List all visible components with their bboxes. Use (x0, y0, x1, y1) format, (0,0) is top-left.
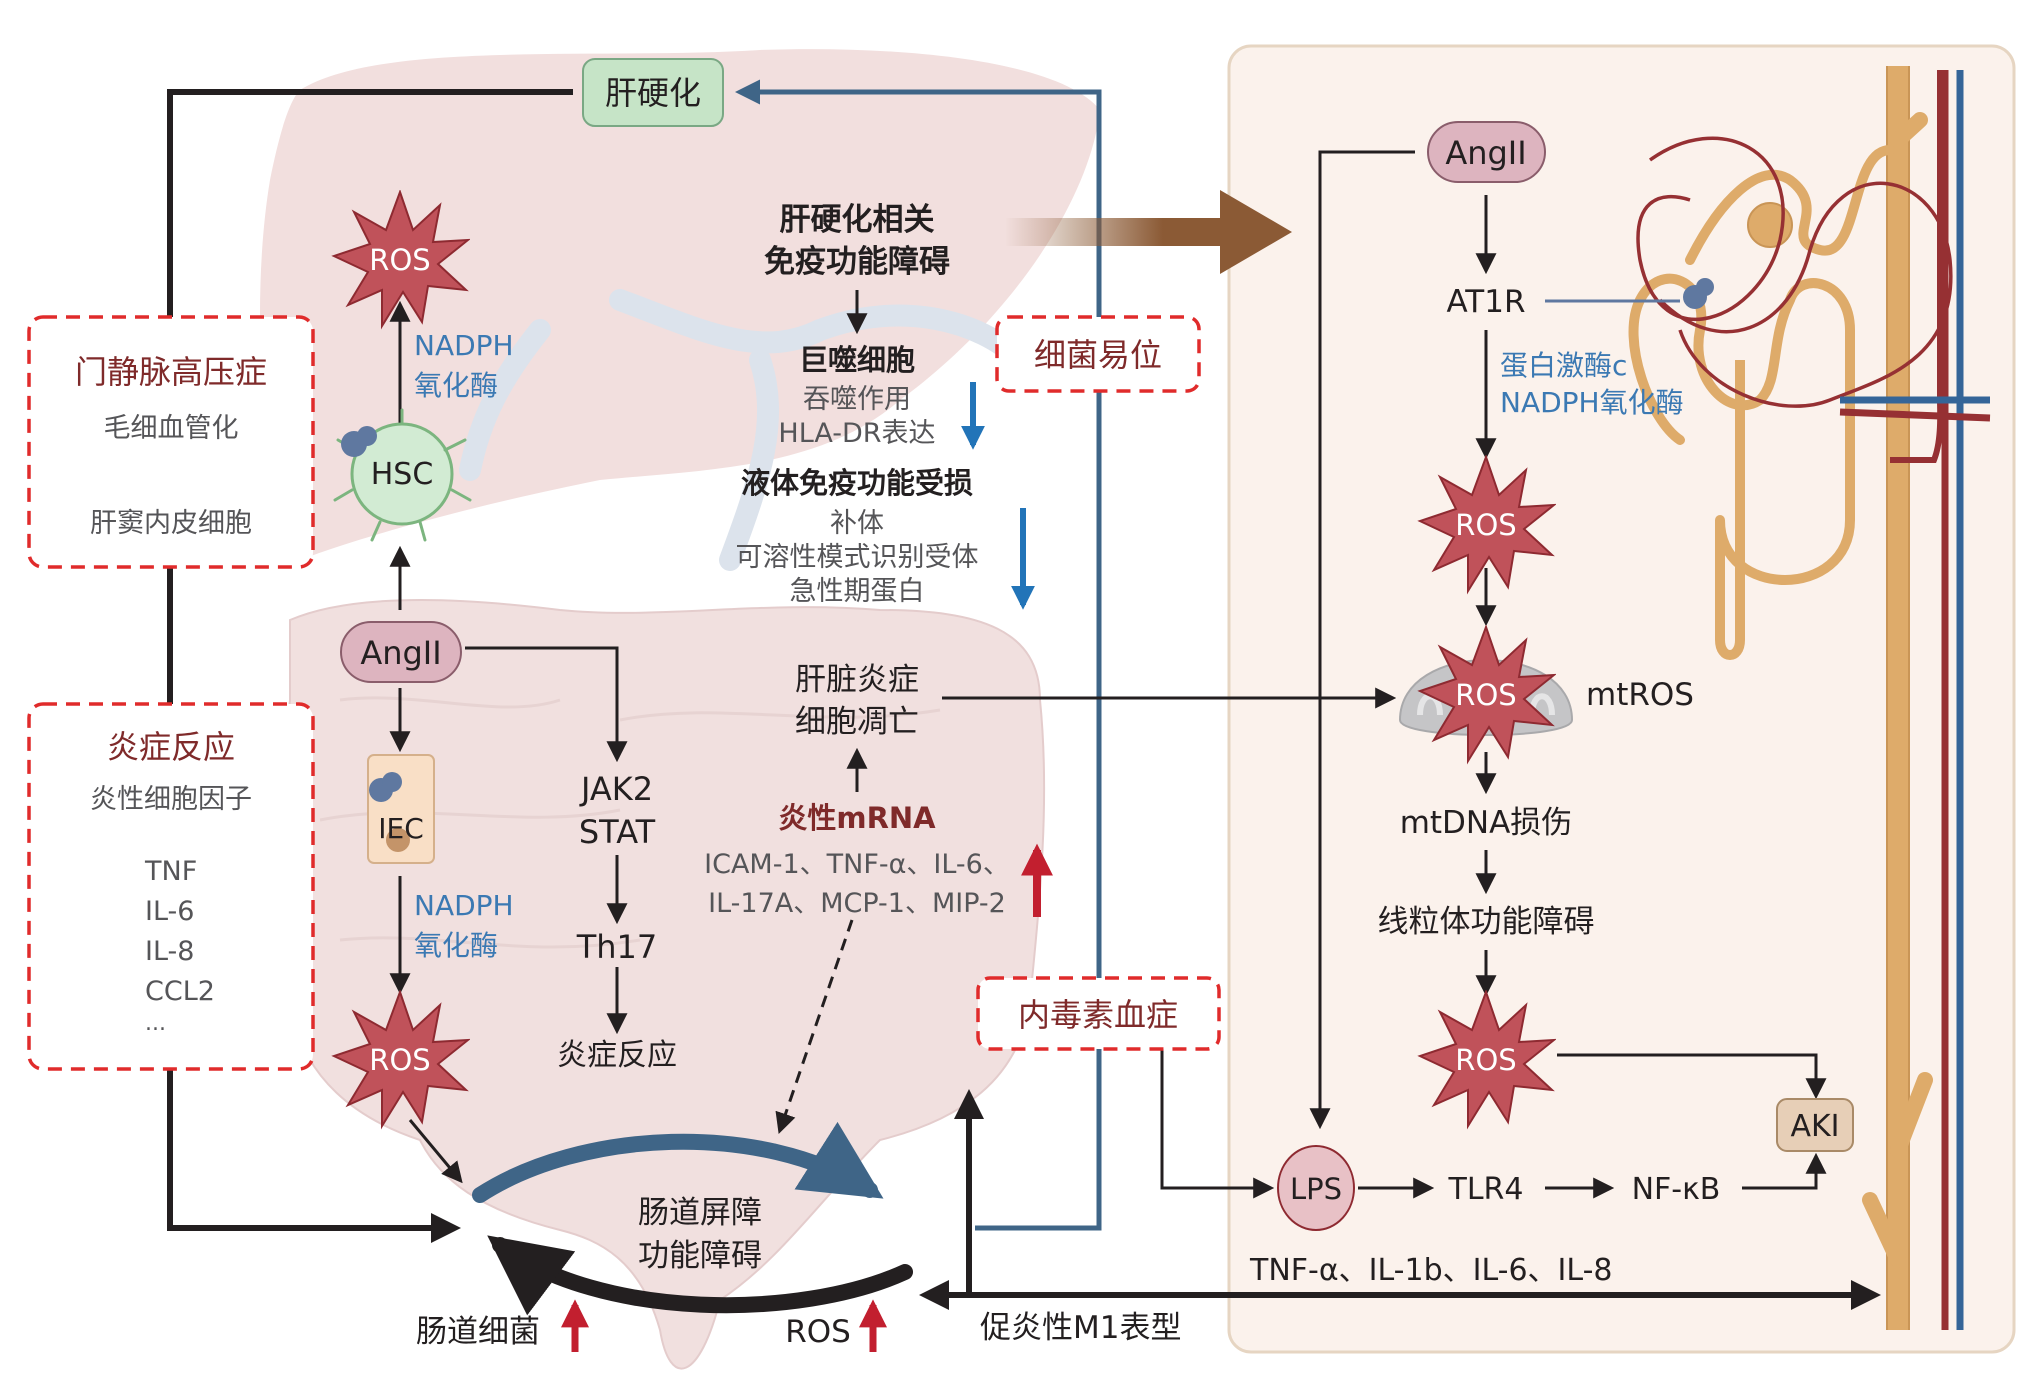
mtros-label: mtROS (1586, 677, 1694, 713)
portal-hypertension-line1: 毛细血管化 (104, 413, 239, 444)
lps-label: LPS (1290, 1172, 1342, 1206)
cytokine-item: TNF (144, 856, 197, 887)
mrna-list-line1: ICAM-1、TNF-α、IL-6、 (704, 849, 1010, 880)
arrow-endotoxemia-lps (1160, 1049, 1275, 1199)
blue-curved-arrow (472, 1121, 884, 1203)
blue-return-path (735, 79, 1102, 1231)
hsc-label: HSC (371, 457, 434, 492)
angii-node-right[interactable]: AngII (1427, 121, 1546, 183)
gut-barrier-line2: 功能障碍 (638, 1238, 762, 1274)
angii-label: AngII (1445, 134, 1526, 172)
inflammation-box[interactable]: 炎症反应 炎性细胞因子 TNF IL-6 IL-8 CCL2 ... (27, 702, 315, 1071)
ros-burst-gut: ROS (333, 991, 469, 1127)
ros-burst-liver: ROS (333, 191, 469, 327)
nephron-illustration (1628, 66, 1991, 1330)
bacterial-translocation-label: 细菌易位 (1034, 336, 1162, 374)
lps-node[interactable]: LPS (1277, 1145, 1355, 1231)
complement-label: 补体 (830, 508, 884, 539)
oxidase-label: 氧化酶 (414, 369, 498, 402)
macrophage-label: 巨噬细胞 (799, 343, 915, 377)
immune-dysfunction-line1: 肝硬化相关 (780, 202, 935, 238)
ros-burst-right-3: ROS (1419, 991, 1555, 1127)
hepatic-inflammation-line1: 肝脏炎症 (795, 662, 919, 698)
ros-label: ROS (369, 1043, 430, 1077)
gut-barrier-line1: 肠道屏障 (638, 1195, 762, 1231)
iec-nadph-label: NADPH (414, 889, 514, 922)
ros-label: ROS (1455, 1043, 1516, 1077)
pkc-label: 蛋白激酶c (1500, 349, 1627, 382)
iec-oxidase-label: 氧化酶 (414, 929, 498, 962)
ros-burst-right-1: ROS (1419, 456, 1555, 592)
arrow-angii-jak2 (465, 646, 628, 763)
brown-arrow (1005, 190, 1292, 274)
inflammation-subtitle: 炎性细胞因子 (90, 784, 252, 815)
angii-label: AngII (360, 634, 441, 672)
portal-hypertension-box[interactable]: 门静脉高压症 毛细血管化 肝窦内皮细胞 (27, 315, 315, 569)
arrow-nfkb-aki (1742, 1152, 1827, 1190)
ros-label: ROS (369, 243, 430, 277)
iec-cell[interactable]: IEC (367, 754, 435, 864)
cytokine-item: IL-8 (145, 936, 194, 967)
cirrhosis-label: 肝硬化 (605, 74, 701, 112)
prr-label: 可溶性模式识别受体 (736, 542, 979, 573)
th17-label: Th17 (576, 928, 658, 966)
cytokine-item: CCL2 (145, 976, 215, 1007)
portal-hypertension-title: 门静脉高压症 (75, 353, 267, 391)
th17-inflammation-label: 炎症反应 (557, 1038, 677, 1073)
mrna-list-line2: IL-17A、MCP-1、MIP-2 (708, 888, 1006, 919)
nadph-label: NADPH (414, 329, 514, 362)
immune-dysfunction-line2: 免疫功能障碍 (764, 244, 950, 280)
aki-node[interactable]: AKI (1776, 1098, 1854, 1152)
hepatic-inflammation-line2: 细胞凋亡 (795, 704, 919, 740)
ros-label: ROS (1455, 508, 1516, 542)
inflammation-title: 炎症反应 (107, 728, 235, 766)
stat-label: STAT (579, 813, 656, 851)
liver-illustration (260, 49, 1100, 571)
renal-cytokines-label: TNF-α、IL-1b、IL-6、IL-8 (1249, 1253, 1613, 1288)
nadph-oxidase-label: NADPH氧化酶 (1500, 386, 1684, 419)
hla-dr-label: HLA-DR表达 (778, 418, 935, 449)
ros-label: ROS (1455, 678, 1516, 712)
tlr4-label: TLR4 (1448, 1172, 1524, 1207)
black-curved-arrow (487, 1235, 913, 1316)
phagocytosis-label: 吞噬作用 (803, 384, 911, 415)
arrow-ros-aki (1557, 1053, 1827, 1100)
nfkb-label: NF-κB (1632, 1172, 1721, 1207)
at1r-label: AT1R (1447, 284, 1526, 320)
mrna-title: 炎性mRNA (778, 801, 936, 835)
acute-phase-label: 急性期蛋白 (790, 576, 925, 607)
hsc-cell[interactable]: HSC (333, 408, 472, 542)
loop-line-left (167, 89, 573, 1228)
endotoxemia-label: 内毒素血症 (1018, 996, 1178, 1034)
cytokine-item: ... (145, 1011, 166, 1036)
mito-dysfunction-label: 线粒体功能障碍 (1378, 904, 1595, 940)
gut-bacteria-label: 肠道细菌 (416, 1314, 540, 1350)
mtdna-label: mtDNA损伤 (1400, 805, 1573, 841)
iec-label: IEC (378, 812, 424, 845)
jak2-label: JAK2 (579, 770, 653, 808)
cytokine-item: IL-6 (145, 896, 194, 927)
m1-phenotype-label: 促炎性M1表型 (980, 1310, 1181, 1346)
mitochondrion: ROS (1398, 626, 1574, 762)
endotoxemia-box[interactable]: 内毒素血症 (976, 976, 1221, 1051)
dashed-arrow-barrier (775, 919, 854, 1134)
arrow-angii-lps (1309, 150, 1415, 1130)
ros-bottom-label: ROS (785, 1314, 851, 1350)
humoral-immunity-label: 液体免疫功能受损 (741, 466, 973, 500)
bacterial-translocation-box[interactable]: 细菌易位 (995, 315, 1201, 393)
portal-hypertension-line2: 肝窦内皮细胞 (90, 508, 252, 539)
arrow-ros-barrier (408, 1119, 463, 1184)
aki-label: AKI (1790, 1109, 1839, 1144)
angii-node-left[interactable]: AngII (340, 621, 462, 683)
cirrhosis-node[interactable]: 肝硬化 (582, 58, 724, 127)
